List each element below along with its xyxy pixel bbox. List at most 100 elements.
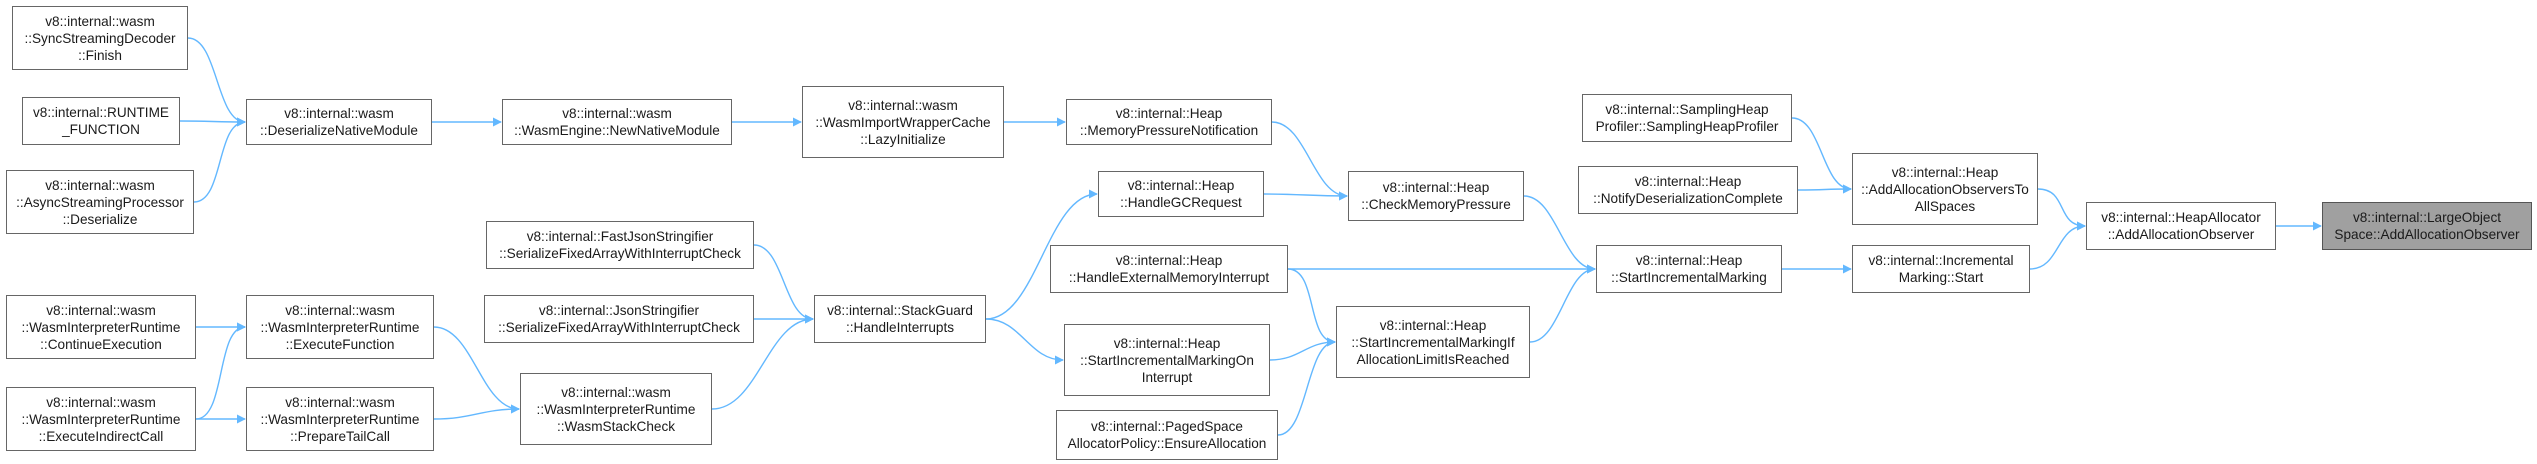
node-label-line: v8::internal::HeapAllocator xyxy=(2101,210,2261,225)
edge-execute_indirect-to-execute_function xyxy=(195,322,246,420)
graph-node-start-on-interrupt[interactable]: v8::internal::Heap::StartIncrementalMark… xyxy=(1064,324,1270,396)
node-label-line: ::SyncStreamingDecoder xyxy=(24,30,176,46)
node-label-line: ::AsyncStreamingProcessor xyxy=(16,194,184,210)
graph-node-continue-execution[interactable]: v8::internal::wasm::WasmInterpreterRunti… xyxy=(6,295,196,359)
node-label-line: ::SerializeFixedArrayWithInterruptCheck xyxy=(499,246,741,261)
node-label-line: v8::internal::Heap xyxy=(1115,106,1223,121)
graph-node-fast-json[interactable]: v8::internal::FastJsonStringifier::Seria… xyxy=(486,221,754,269)
node-label-line: v8::internal::FastJsonStringifier xyxy=(526,229,714,244)
node-label-line: ::WasmStackCheck xyxy=(556,418,676,434)
node-label-line: Profiler::SamplingHeapProfiler xyxy=(1595,119,1779,134)
node-label-line: ::ExecuteFunction xyxy=(285,336,395,352)
node-label-line: ::SerializeFixedArrayWithInterruptCheck xyxy=(498,320,740,335)
node-label-line: v8::internal::RUNTIME xyxy=(33,105,169,120)
node-label-line: v8::internal::wasm xyxy=(562,106,672,121)
node-label-line: ::WasmInterpreterRuntime xyxy=(21,411,181,427)
node-label-line: ::LazyInitialize xyxy=(860,131,946,147)
edge-handle_gc_request-to-check_memory_pressure xyxy=(1263,191,1348,201)
node-label-line: v8::internal::PagedSpace xyxy=(1091,419,1243,434)
node-label-line: v8::internal::Incremental xyxy=(1868,253,2014,268)
graph-node-sync-finish[interactable]: v8::internal::wasm::SyncStreamingDecoder… xyxy=(12,6,188,70)
edge-sampling_profiler-to-add_observers_all xyxy=(1791,117,1852,194)
graph-node-prepare-tail-call[interactable]: v8::internal::wasm::WasmInterpreterRunti… xyxy=(246,387,434,451)
node-label-line: v8::internal::wasm xyxy=(284,106,394,121)
graph-node-execute-indirect[interactable]: v8::internal::wasm::WasmInterpreterRunti… xyxy=(6,387,196,451)
edge-runtime_function-to-deserialize_native xyxy=(179,117,246,127)
graph-node-check-memory-pressure[interactable]: v8::internal::Heap::CheckMemoryPressure xyxy=(1348,171,1524,221)
node-label-line: ::MemoryPressureNotification xyxy=(1079,123,1259,138)
node-label-line: v8::internal::Heap xyxy=(1635,253,1743,268)
edge-fast_json-to-handle_interrupts xyxy=(753,244,814,324)
edge-notify_deser-to-add_observers_all xyxy=(1797,184,1852,194)
node-label-line: ::HandleInterrupts xyxy=(845,320,955,335)
edge-handle_ext_mem-to-start_if_limit xyxy=(1287,268,1336,347)
edge-handle_interrupts-to-handle_gc_request xyxy=(985,189,1098,320)
edge-memory_pressure-to-check_memory_pressure xyxy=(1271,121,1348,201)
graph-node-new-native-module[interactable]: v8::internal::wasm::WasmEngine::NewNativ… xyxy=(502,99,732,145)
node-label-line: _FUNCTION xyxy=(62,122,140,137)
graph-node-handle-gc-request[interactable]: v8::internal::Heap::HandleGCRequest xyxy=(1098,171,1264,217)
edge-execute_function-to-wasm_stack_check xyxy=(433,326,520,414)
graph-node-lazy-initialize[interactable]: v8::internal::wasm::WasmImportWrapperCac… xyxy=(802,86,1004,158)
node-label-line: ::WasmImportWrapperCache xyxy=(815,114,991,130)
edge-add_observers_all-to-heap_alloc_add xyxy=(2037,188,2086,231)
node-label-line: v8::internal::Heap xyxy=(1115,253,1223,268)
graph-node-async-deserialize[interactable]: v8::internal::wasm::AsyncStreamingProces… xyxy=(6,170,194,234)
edge-start_if_limit-to-start_inc_marking xyxy=(1529,264,1596,343)
node-label-line: AllSpaces xyxy=(1914,198,1976,214)
graph-node-deserialize-native[interactable]: v8::internal::wasm::DeserializeNativeMod… xyxy=(246,99,432,145)
edge-start_on_interrupt-to-start_if_limit xyxy=(1269,337,1336,361)
node-label-line: Space::AddAllocationObserver xyxy=(2334,227,2520,242)
graph-node-execute-function[interactable]: v8::internal::wasm::WasmInterpreterRunti… xyxy=(246,295,434,359)
node-label-line: Marking::Start xyxy=(1898,270,1984,285)
node-label-line: v8::internal::StackGuard xyxy=(827,303,973,318)
node-label-line: ::StartIncrementalMarking xyxy=(1611,270,1767,285)
node-label-line: v8::internal::wasm xyxy=(46,302,156,318)
node-label-line: ::WasmInterpreterRuntime xyxy=(21,319,181,335)
graph-node-json-stringifier[interactable]: v8::internal::JsonStringifier::Serialize… xyxy=(484,295,754,343)
node-label-line: v8::internal::wasm xyxy=(285,394,395,410)
node-label-line: v8::internal::wasm xyxy=(45,13,155,29)
node-label-line: v8::internal::SamplingHeap xyxy=(1605,102,1769,117)
node-label-line: ::DeserializeNativeModule xyxy=(260,123,418,138)
node-label-line: v8::internal::wasm xyxy=(561,384,671,400)
node-label-line: ::WasmInterpreterRuntime xyxy=(260,411,420,427)
edge-async_deserialize-to-deserialize_native xyxy=(193,117,246,203)
node-label-line: ::AddAllocationObserversTo xyxy=(1861,181,2029,197)
node-label-line: ::WasmInterpreterRuntime xyxy=(536,401,696,417)
graph-node-runtime-function[interactable]: v8::internal::RUNTIME_FUNCTION xyxy=(22,97,180,145)
graph-node-wasm-stack-check[interactable]: v8::internal::wasm::WasmInterpreterRunti… xyxy=(520,373,712,445)
graph-node-heap-alloc-add[interactable]: v8::internal::HeapAllocator::AddAllocati… xyxy=(2086,202,2276,250)
node-label-line: v8::internal::Heap xyxy=(1891,164,1999,180)
node-label-line: ::WasmInterpreterRuntime xyxy=(260,319,420,335)
graph-node-handle-ext-mem[interactable]: v8::internal::Heap::HandleExternalMemory… xyxy=(1050,245,1288,293)
graph-node-add-observers-all[interactable]: v8::internal::Heap::AddAllocationObserve… xyxy=(1852,153,2038,225)
node-label-line: ::CheckMemoryPressure xyxy=(1361,197,1511,212)
graph-node-handle-interrupts[interactable]: v8::internal::StackGuard::HandleInterrup… xyxy=(814,295,986,343)
edge-check_memory_pressure-to-start_inc_marking xyxy=(1523,195,1596,274)
node-label-line: AllocatorPolicy::EnsureAllocation xyxy=(1067,436,1267,451)
edge-sync_finish-to-deserialize_native xyxy=(187,37,246,127)
node-label-line: ::WasmEngine::NewNativeModule xyxy=(514,123,720,138)
node-label-line: v8::internal::LargeObject xyxy=(2352,210,2502,225)
node-label-line: ::PrepareTailCall xyxy=(290,428,390,444)
graph-node-start-if-limit[interactable]: v8::internal::Heap::StartIncrementalMark… xyxy=(1336,306,1530,378)
graph-node-memory-pressure[interactable]: v8::internal::Heap::MemoryPressureNotifi… xyxy=(1066,99,1272,145)
edge-incremental_marking_start-to-heap_alloc_add xyxy=(2029,221,2086,270)
node-label-line: v8::internal::Heap xyxy=(1379,317,1487,333)
graph-node-notify-deser[interactable]: v8::internal::Heap::NotifyDeserializatio… xyxy=(1578,166,1798,214)
node-label-line: ::HandleGCRequest xyxy=(1120,195,1242,210)
edge-wasm_stack_check-to-handle_interrupts xyxy=(711,314,814,410)
graph-node-start-inc-marking[interactable]: v8::internal::Heap::StartIncrementalMark… xyxy=(1596,245,1782,293)
node-label-line: ::ContinueExecution xyxy=(40,336,162,352)
node-label-line: ::StartIncrementalMarkingOn xyxy=(1080,352,1254,368)
node-label-line: AllocationLimitIsReached xyxy=(1356,351,1510,367)
node-label-line: Interrupt xyxy=(1141,369,1193,385)
edge-prepare_tail_call-to-wasm_stack_check xyxy=(433,404,520,420)
